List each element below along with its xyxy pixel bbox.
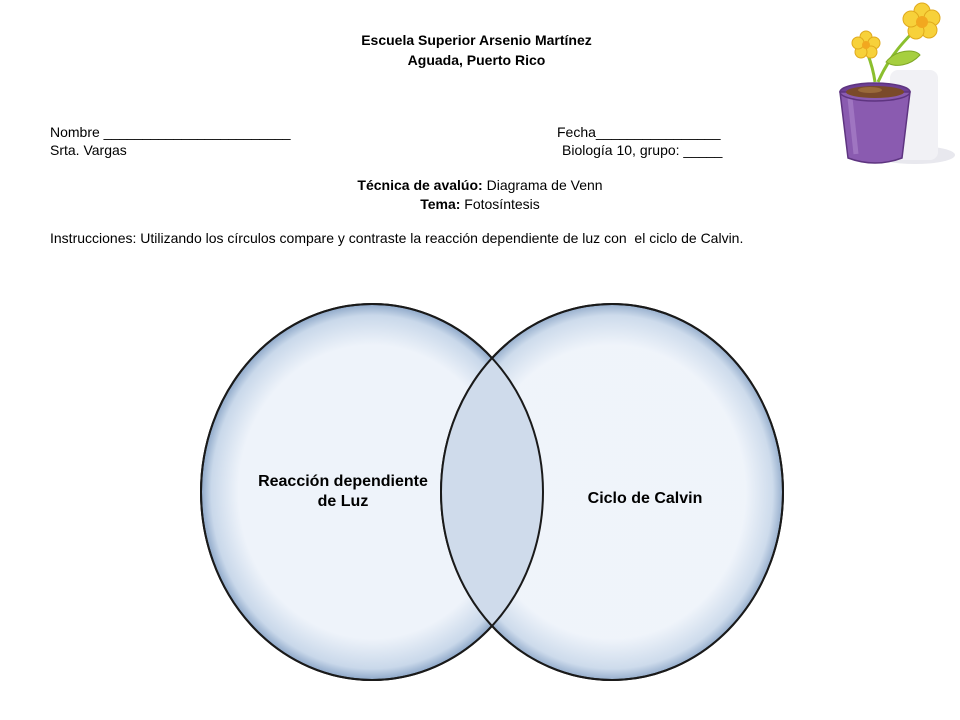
venn-left-label-line1: Reacción dependiente: [258, 473, 428, 490]
topic-value: Fotosíntesis: [460, 196, 540, 212]
venn-left-label-line2: de Luz: [317, 493, 369, 510]
teacher-name: Srta. Vargas: [50, 142, 127, 158]
assessment-topic: Tema: Fotosíntesis: [0, 196, 960, 212]
date-field-label: Fecha________________: [557, 124, 721, 140]
school-name: Escuela Superior Arsenio Martínez: [361, 32, 592, 48]
flower-pot-icon: [839, 2, 955, 164]
technique-value: Diagrama de Venn: [482, 177, 603, 193]
instructions: Instrucciones: Utilizando los círculos c…: [50, 230, 744, 246]
venn-right-outline: [440, 303, 784, 681]
name-field-label: Nombre ________________________: [50, 124, 291, 140]
course-group: Biología 10, grupo: _____: [562, 142, 723, 158]
technique-label: Técnica de avalúo:: [357, 177, 483, 193]
venn-right-label: Ciclo de Calvin: [587, 490, 703, 507]
venn-left-outline: [200, 303, 544, 681]
assessment-technique: Técnica de avalúo: Diagrama de Venn: [0, 177, 960, 193]
venn-left-label: Reacción dependiente de Luz: [238, 472, 448, 512]
school-location: Aguada, Puerto Rico: [407, 52, 546, 68]
topic-label: Tema:: [420, 196, 461, 212]
